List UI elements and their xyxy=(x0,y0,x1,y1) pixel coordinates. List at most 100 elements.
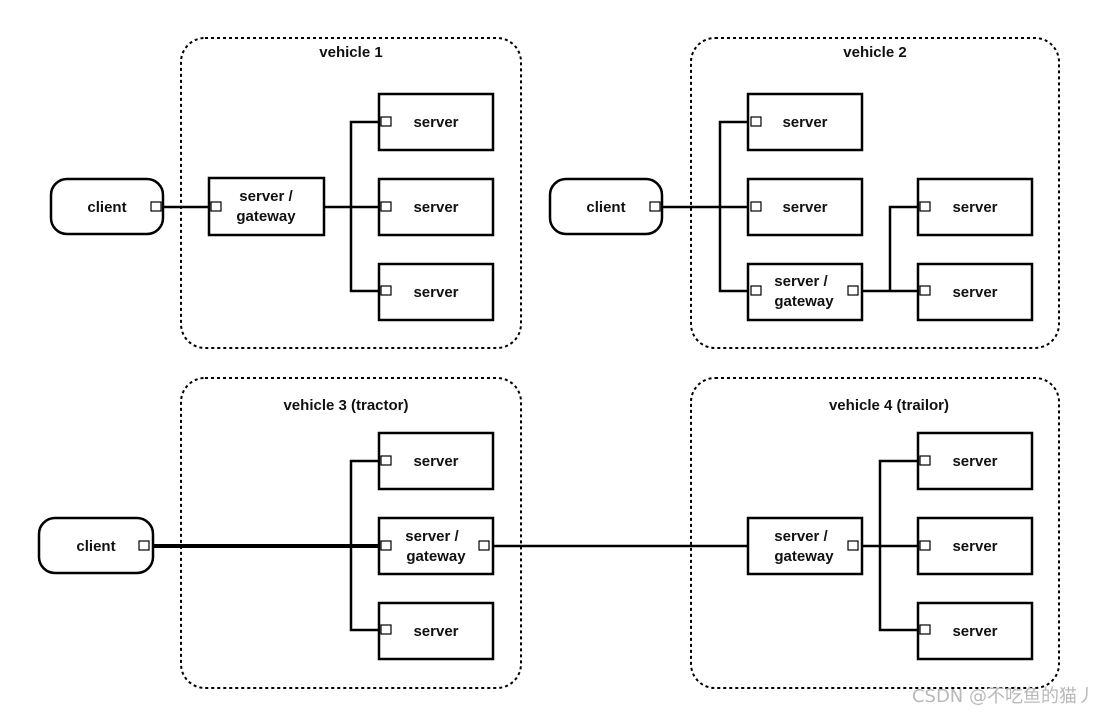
v3-gateway-port-out xyxy=(478,540,490,551)
client-1-box xyxy=(49,177,165,236)
v3-gateway-label-2: gateway xyxy=(406,548,466,565)
wire-bus-v3 xyxy=(349,459,385,632)
v2-server-1-label: server xyxy=(782,114,827,131)
vehicle-3-group: vehicle 3 (tractor) xyxy=(180,377,522,689)
wire-bus-v2 xyxy=(718,120,755,293)
client-3-box xyxy=(37,516,155,575)
v3-server-3-box xyxy=(377,601,495,661)
v1-server-2-port xyxy=(380,201,392,212)
vehicle-2-title: vehicle 2 xyxy=(843,44,906,61)
v2-server-2-label: server xyxy=(782,199,827,216)
v1-gateway-port xyxy=(210,201,222,212)
v2-server-4: server xyxy=(916,177,1034,237)
client-1-label: client xyxy=(87,199,126,216)
vehicle-2-boundary xyxy=(690,37,1060,349)
v2-gateway-label-2: gateway xyxy=(774,293,834,310)
vehicle-1-title: vehicle 1 xyxy=(319,44,382,61)
v4-gateway-port-out xyxy=(847,540,859,551)
v1-server-3-label: server xyxy=(413,284,458,301)
v2-server-5-port xyxy=(919,285,931,296)
v1-gateway-box xyxy=(207,176,326,237)
v1-server-2-label: server xyxy=(413,199,458,216)
v3-gateway-label-1: server / xyxy=(405,528,459,545)
client-3: client xyxy=(37,516,155,575)
v1-server-3: server xyxy=(377,262,495,322)
vehicle-2-group: vehicle 2 xyxy=(690,37,1060,349)
v4-gateway: server / gateway xyxy=(746,516,864,576)
v1-gateway-label-2: gateway xyxy=(236,208,296,225)
v4-gateway-label-2: gateway xyxy=(774,548,834,565)
v3-gateway: server / gateway xyxy=(377,516,495,576)
v4-server-1-box xyxy=(916,431,1034,491)
v2-server-4-label: server xyxy=(952,199,997,216)
vehicle-1-wires xyxy=(162,120,385,293)
v2-server-2-box xyxy=(746,177,864,237)
client-2-port xyxy=(649,201,661,212)
vehicle-4-title: vehicle 4 (trailor) xyxy=(829,397,949,414)
v4-server-2: server xyxy=(916,516,1034,576)
v1-gateway: server / gateway xyxy=(207,176,326,237)
vehicle-4-boundary xyxy=(690,377,1060,689)
vehicle-1-boundary xyxy=(180,37,522,349)
watermark-text: CSDN @不吃鱼的猫丿 xyxy=(912,686,1095,707)
v2-server-2-port xyxy=(750,201,762,212)
client-2-box xyxy=(548,177,664,236)
v1-gateway-label-1: server / xyxy=(239,188,293,205)
v4-server-1: server xyxy=(916,431,1034,491)
v3-server-1-box xyxy=(377,431,495,491)
v2-server-4-port xyxy=(919,201,931,212)
client-1: client xyxy=(49,177,165,236)
client-2: client xyxy=(548,177,664,236)
v3-server-1: server xyxy=(377,431,495,491)
v1-server-2: server xyxy=(377,177,495,237)
v1-server-1: server xyxy=(377,92,495,152)
v2-server-5-box xyxy=(916,262,1034,322)
vehicle-2-wires xyxy=(659,120,924,293)
v4-gateway-label-1: server / xyxy=(774,528,828,545)
v3-server-3: server xyxy=(377,601,495,661)
v4-server-3-label: server xyxy=(952,623,997,640)
client-3-label: client xyxy=(76,538,115,555)
v1-server-3-box xyxy=(377,262,495,322)
v2-server-4-box xyxy=(916,177,1034,237)
v1-server-1-port xyxy=(380,116,392,127)
vehicle-3-boundary xyxy=(180,377,522,689)
v2-gateway-port-out xyxy=(847,285,859,296)
v4-gateway-box xyxy=(746,516,864,576)
v3-server-1-label: server xyxy=(413,453,458,470)
v1-server-2-box xyxy=(377,177,495,237)
v2-server-5: server xyxy=(916,262,1034,322)
v4-server-3-port xyxy=(919,624,931,635)
vehicle-3-4-wires xyxy=(150,459,924,632)
v4-server-3: server xyxy=(916,601,1034,661)
v4-server-2-label: server xyxy=(952,538,997,555)
client-3-port xyxy=(138,540,150,551)
v4-server-3-box xyxy=(916,601,1034,661)
v3-gateway-box xyxy=(377,516,495,576)
vehicle-1-group: vehicle 1 xyxy=(180,37,522,349)
v3-server-3-label: server xyxy=(413,623,458,640)
vehicle-3-title: vehicle 3 (tractor) xyxy=(283,397,408,414)
v3-gateway-port-in xyxy=(380,540,392,551)
v2-server-1-box xyxy=(746,92,864,152)
client-2-label: client xyxy=(586,199,625,216)
v1-server-1-label: server xyxy=(413,114,458,131)
v2-server-1: server xyxy=(746,92,864,152)
v1-server-1-box xyxy=(377,92,495,152)
wire-bus-v4 xyxy=(878,459,924,632)
v2-gateway-port-in xyxy=(750,285,762,296)
vehicle-4-group: vehicle 4 (trailor) xyxy=(690,377,1060,689)
v4-server-2-port xyxy=(919,540,931,551)
v4-server-1-label: server xyxy=(952,453,997,470)
v3-server-3-port xyxy=(380,624,392,635)
client-1-port xyxy=(150,201,162,212)
v2-gateway-label-1: server / xyxy=(774,273,828,290)
v3-server-1-port xyxy=(380,455,392,466)
v2-server-5-label: server xyxy=(952,284,997,301)
wire-subbus-v2 xyxy=(888,205,924,291)
v2-server-1-port xyxy=(750,116,762,127)
wire-bus-v1 xyxy=(349,120,385,293)
v1-server-3-port xyxy=(380,285,392,296)
v2-server-2: server xyxy=(746,177,864,237)
